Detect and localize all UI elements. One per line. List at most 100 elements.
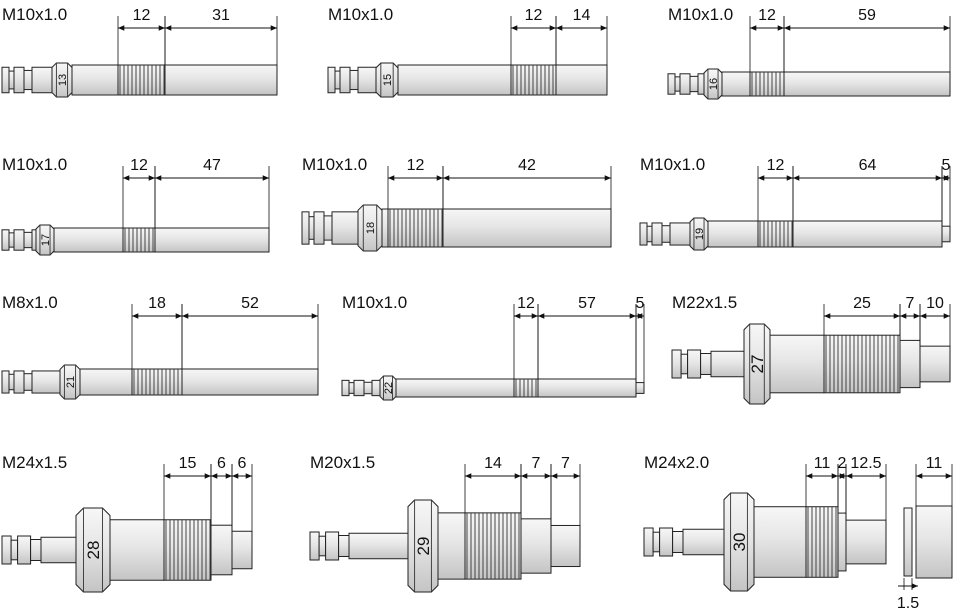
thread-section	[749, 71, 785, 97]
coupler-groove	[348, 382, 355, 394]
adapter-body	[437, 512, 466, 580]
dimension-label: 47	[203, 157, 221, 174]
dimension: 12	[117, 7, 166, 65]
shank	[371, 379, 381, 397]
dimension-label: 7	[532, 455, 541, 472]
coupler-tip	[643, 527, 654, 557]
dimension-label: 11	[814, 455, 831, 472]
dimension: 18	[131, 295, 183, 369]
hex-size-label: 17	[40, 234, 52, 246]
coupler-neck	[349, 69, 359, 91]
tip-section	[941, 225, 951, 243]
dimension-label: 12	[517, 295, 535, 312]
shank	[31, 370, 61, 394]
coupler-tip	[1, 229, 10, 251]
dimension: 14	[555, 7, 608, 65]
shank	[31, 229, 37, 251]
thread-body	[131, 368, 183, 396]
tip-section	[550, 524, 581, 568]
dimension: 7	[550, 455, 581, 526]
thread-size-label: M10x1.0	[302, 155, 367, 174]
thread-section	[805, 506, 839, 578]
dimension-label: 12	[758, 7, 776, 24]
shank	[31, 66, 53, 94]
thread-size-label: M10x1.0	[328, 5, 393, 24]
hex-size-label: 22	[383, 382, 395, 394]
pin-section	[181, 368, 319, 396]
dimension-label: 10	[926, 295, 944, 312]
coupler-groove	[646, 225, 653, 243]
pin-section	[520, 518, 552, 574]
thread-size-label: M10x1.0	[668, 5, 733, 24]
dimension: 64	[792, 157, 943, 221]
dimension-label: 59	[858, 7, 876, 24]
adapter-body	[53, 227, 124, 253]
dimension-label: 11	[926, 455, 943, 472]
dimension-label: 64	[859, 157, 877, 174]
adapter: M10x1.0 15 12 14	[327, 5, 608, 98]
hex-size-label: 16	[708, 78, 720, 90]
dimension: 12.5	[845, 455, 887, 521]
dimension-label: 5	[942, 157, 951, 174]
hex-size-label: 13	[57, 74, 69, 86]
shank	[697, 73, 705, 95]
pin-section	[442, 208, 612, 248]
dimension: 12	[757, 157, 794, 221]
dimension-label: 42	[518, 157, 536, 174]
quick-coupler	[1, 229, 33, 251]
dimension: 6	[210, 455, 233, 526]
adapter-body	[397, 64, 512, 96]
coupler-tip	[341, 379, 350, 397]
hex-size-label: 18	[365, 222, 377, 234]
adapter-body	[769, 334, 825, 394]
shank	[682, 528, 725, 556]
hex-nut: 16	[703, 68, 723, 100]
thread-body	[464, 512, 522, 580]
coupler-collar	[313, 211, 325, 245]
pin-section	[164, 64, 278, 96]
hex-size-label: 29	[414, 537, 433, 556]
thread-section	[163, 519, 212, 581]
thread-body	[163, 519, 212, 581]
coupler-neck	[661, 225, 671, 243]
thread-body	[513, 378, 539, 398]
coupler-neck	[700, 353, 712, 375]
quick-coupler	[639, 222, 671, 246]
quick-coupler	[671, 349, 712, 379]
coupler-groove	[8, 70, 15, 90]
pin-section	[899, 339, 921, 389]
dimension: 5	[636, 295, 645, 383]
adapter-body	[79, 368, 133, 396]
hex-size-label: 19	[694, 228, 706, 240]
coupler-tip	[639, 222, 648, 246]
coupler-neck	[363, 381, 373, 395]
adapter-body	[109, 519, 165, 581]
dimension-label: 12	[525, 7, 543, 24]
dimension-label: 31	[212, 7, 230, 24]
adapter-body	[71, 64, 119, 96]
hex-nut: 18	[357, 204, 383, 252]
adapter-body	[381, 208, 389, 248]
shank	[40, 536, 77, 564]
adapter: M10x1.0 16 12 59	[667, 5, 951, 100]
dimension-label: 12	[133, 7, 151, 24]
dimension-label: 25	[853, 295, 871, 312]
dimension-label: 7	[561, 455, 570, 472]
coupler-groove	[334, 70, 341, 90]
dimension: 7	[899, 295, 921, 341]
coupler-neck	[23, 231, 33, 249]
dimension-label: 12	[767, 157, 785, 174]
hex-nut: 15	[375, 62, 399, 98]
hex-nut: 13	[51, 62, 73, 98]
hex-size-label: 21	[65, 376, 77, 388]
thread-size-label: M22x1.5	[672, 293, 737, 312]
pin-section	[537, 378, 637, 398]
dimension: 12	[122, 157, 156, 228]
coupler-tip	[327, 66, 336, 94]
dimension: 15	[163, 455, 212, 520]
thread-body	[387, 208, 444, 248]
thread-section	[387, 208, 444, 248]
coupler-collar	[339, 66, 351, 94]
adapter-body	[753, 506, 807, 578]
